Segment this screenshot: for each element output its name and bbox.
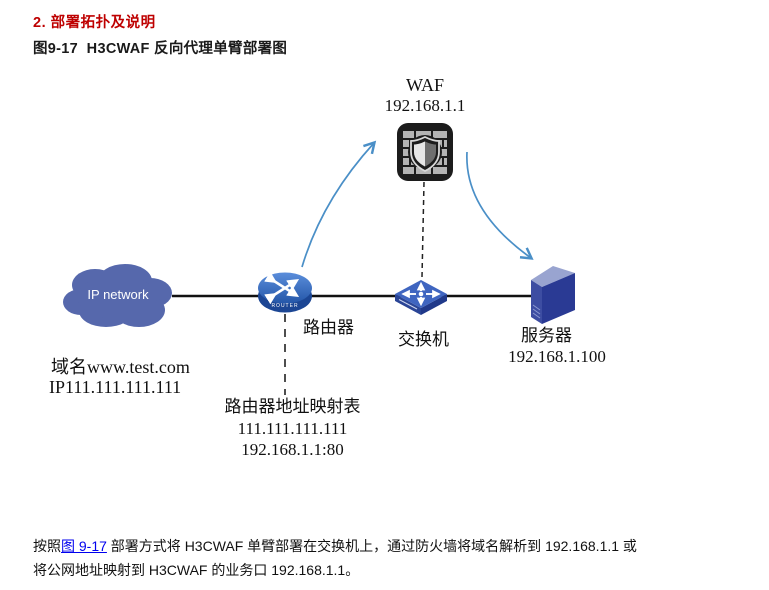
public-ip-text: IP111.111.111.111 [49, 377, 182, 397]
ip-network-cloud-icon [63, 264, 172, 327]
figure-caption: 图9-17 H3CWAF 反向代理单臂部署图 [33, 41, 288, 57]
description-line1: 部署方式将 H3CWAF 单臂部署在交换机上，通过防火墙将域名解析到 192.1… [106, 538, 637, 554]
deployment-description: 按照图 9-17 部署方式将 H3CWAF 单臂部署在交换机上，通过防火墙将域名… [33, 534, 739, 582]
section-title: 2. 部署拓扑及说明 [33, 15, 156, 31]
router-icon: ROUTER [258, 271, 312, 313]
mapping-table-row-private: 192.168.1.1:80 [241, 440, 344, 459]
traffic-arrow-router-to-waf [301, 140, 377, 268]
description-prefix: 按照 [33, 538, 61, 554]
switch-icon [395, 280, 447, 315]
mapping-table-title: 路由器地址映射表 [224, 397, 361, 416]
waf-label: WAF [405, 75, 444, 95]
router-label: 路由器 [303, 318, 354, 337]
server-label: 服务器 [521, 326, 572, 345]
traffic-arrow-waf-to-server [466, 151, 534, 260]
switch-label: 交换机 [398, 330, 449, 349]
waf-ip-label: 192.168.1.1 [384, 96, 466, 115]
figure-reference-link[interactable]: 图 9-17 [61, 538, 107, 554]
server-icon [531, 266, 575, 324]
waf-firewall-icon [397, 123, 453, 181]
router-device-text: ROUTER [271, 303, 298, 309]
ip-network-label: IP network [87, 287, 149, 302]
mapping-table-row-public: 111.111.111.111 [237, 419, 348, 438]
server-ip-label: 192.168.1.100 [508, 347, 606, 366]
domain-name-text: 域名www.test.com [51, 357, 190, 377]
waf-switch-dashed-link [421, 181, 425, 278]
description-line2: 将公网地址映射到 H3CWAF 的业务口 192.168.1.1。 [33, 562, 360, 578]
